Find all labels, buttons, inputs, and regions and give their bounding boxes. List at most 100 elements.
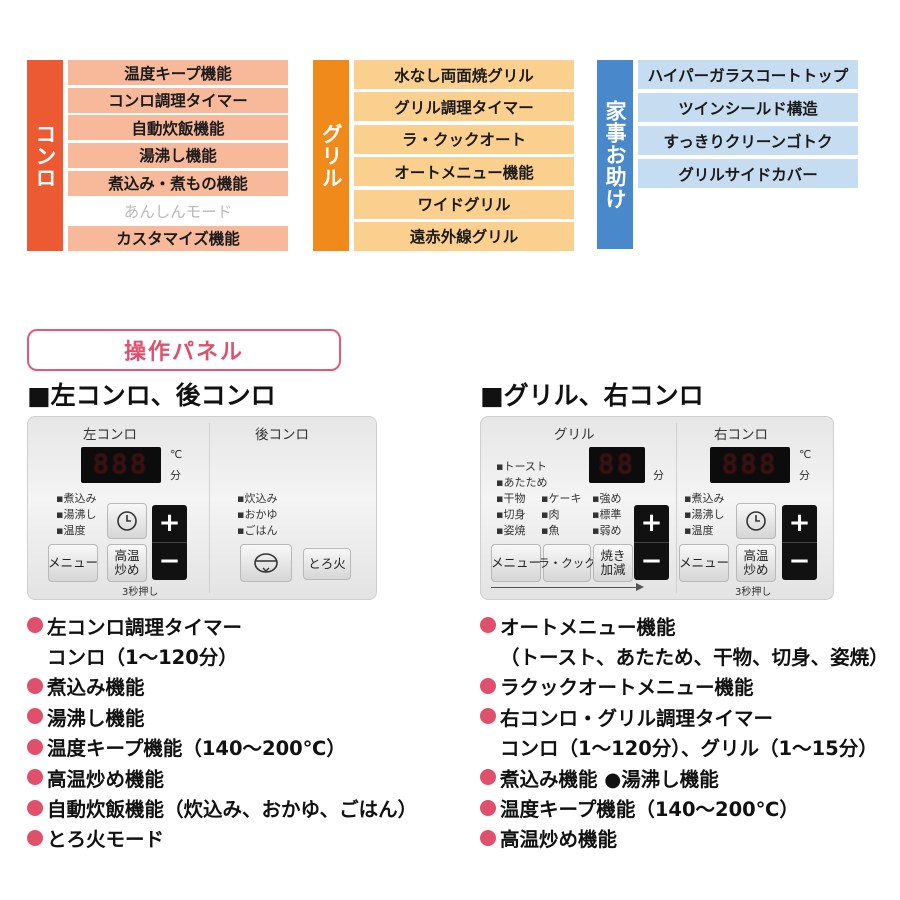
button-sequence-arrow — [491, 587, 641, 588]
control-panel-grill-right: グリル 右コンロ 88 分 888 ℃ 分 ▪トースト ▪あたため ▪干物 ▪切… — [480, 416, 834, 600]
grill-minutes-unit: 分 — [653, 469, 664, 482]
feature-item: オートメニュー機能 — [480, 610, 889, 640]
right-feature-list: オートメニュー機能 （トースト、あたため、干物、切身、姿焼） ラクックオートメニ… — [480, 610, 889, 853]
right-burner-display: 888 — [710, 447, 790, 483]
minus-button[interactable]: − — [158, 546, 181, 577]
feature-item: 右コンロ・グリル調理タイマー — [480, 701, 889, 731]
grill-strength-strong: ▪強め — [592, 492, 622, 505]
bullet-dot — [480, 617, 496, 634]
feature-tag: 温度キープ機能 — [68, 60, 288, 85]
clock-icon — [117, 511, 137, 531]
feature-item: 湯沸し機能 — [27, 701, 417, 731]
feature-item: 温度キープ機能（140〜200℃） — [27, 732, 417, 762]
right-minus-button[interactable]: − — [788, 546, 811, 577]
bullet-dot — [480, 708, 496, 725]
rice-mode-okayu: ▪おかゆ — [237, 508, 278, 521]
rice-cooker-button[interactable] — [240, 544, 292, 582]
feature-item: 自動炊飯機能（炊込み、おかゆ、ごはん） — [27, 792, 417, 822]
right-burner-label: 右コンロ — [714, 427, 768, 443]
auto-menu-whole-fish: ▪姿焼 — [496, 524, 526, 537]
category-konro-tab: コンロ — [27, 60, 63, 251]
high-temp-stir-fry-button[interactable]: 高温 炒め — [107, 544, 147, 582]
rice-mode-takikomi: ▪炊込み — [237, 492, 278, 505]
feature-item: とろ火モード — [27, 823, 417, 853]
timer-button[interactable] — [107, 503, 147, 539]
right-temp-adjust-control: + − — [782, 505, 817, 580]
feature-item-continuation: コンロ（1〜120分）、グリル（1〜15分） — [500, 737, 878, 761]
feature-item: 左コンロ調理タイマー — [27, 610, 417, 640]
mode-indicator-simmer: ▪煮込み — [56, 492, 97, 505]
bullet-dot — [480, 799, 496, 816]
feature-item: 高温炒め機能 — [480, 823, 889, 853]
feature-item-continuation: コンロ（1〜120分） — [47, 646, 238, 670]
rear-burner-label: 後コンロ — [255, 427, 309, 443]
toro-bi-low-flame-button[interactable]: とろ火 — [303, 548, 351, 580]
feature-tag: グリルサイドカバー — [638, 159, 858, 188]
feature-tag: 湯沸し機能 — [68, 142, 288, 168]
bullet-dot — [27, 799, 43, 816]
menu-button[interactable]: メニュー — [48, 544, 98, 582]
grill-doneness-button[interactable]: 焼き 加減 — [593, 544, 633, 582]
feature-item: 煮込み機能 ●湯沸し機能 — [480, 762, 889, 792]
feature-tag: コンロ調理タイマー — [68, 87, 288, 113]
celsius-unit: ℃ — [170, 448, 183, 461]
feature-item: ラクックオートメニュー機能 — [480, 671, 889, 701]
grill-strength-standard: ▪標準 — [592, 508, 622, 521]
grill-minus-button[interactable]: − — [640, 546, 663, 577]
bullet-dot — [27, 738, 43, 755]
auto-menu-fillet: ▪切身 — [496, 508, 526, 521]
category-konro: コンロ 温度キープ機能 コンロ調理タイマー 自動炊飯機能 湯沸し機能 煮込み・煮… — [27, 60, 288, 251]
auto-menu-reheat: ▪あたため — [496, 476, 548, 489]
category-grill-items: 水なし両面焼グリル グリル調理タイマー ラ・クックオート オートメニュー機能 ワ… — [354, 60, 574, 251]
hold-3-seconds-note: 3秒押し — [735, 587, 772, 598]
bullet-dot — [27, 617, 43, 634]
right-high-temp-button[interactable]: 高温 炒め — [736, 544, 776, 582]
category-grill-tab: グリル — [313, 60, 349, 251]
clock-icon — [746, 511, 766, 531]
feature-tag: 遠赤外線グリル — [354, 221, 574, 251]
plus-button[interactable]: + — [152, 505, 187, 543]
right-plus-button[interactable]: + — [782, 505, 817, 543]
feature-tag: オートメニュー機能 — [354, 157, 574, 187]
la-cook-button[interactable]: ラ・クック — [538, 544, 596, 582]
grill-adjust-control: + − — [634, 505, 669, 580]
left-burner-label: 左コンロ — [83, 427, 137, 443]
control-panel-left-rear: 左コンロ 後コンロ 888 ℃ 分 ▪煮込み ▪湯沸し ▪温度 メニュー 高温 … — [27, 416, 377, 600]
left-burner-display: 888 — [81, 447, 161, 483]
feature-tag: ハイパーガラスコートトップ — [638, 60, 858, 89]
feature-item: 煮込み機能 — [27, 671, 417, 701]
grill-label: グリル — [554, 427, 595, 443]
bullet-dot — [480, 769, 496, 786]
panel-section-heading: 操作パネル — [27, 329, 341, 371]
grill-strength-weak: ▪弱め — [592, 524, 622, 537]
right-timer-button[interactable] — [736, 503, 776, 539]
mode-indicator-simmer: ▪煮込み — [684, 492, 725, 505]
minutes-unit: 分 — [799, 469, 810, 482]
feature-tag-unavailable: あんしんモード — [68, 198, 288, 224]
grill-plus-button[interactable]: + — [634, 505, 669, 543]
celsius-unit: ℃ — [799, 448, 812, 461]
category-kaji-label: 家事お助け — [603, 99, 627, 210]
bullet-dot — [480, 677, 496, 694]
lacook-menu-meat: ▪肉 — [541, 508, 560, 521]
mode-indicator-temp: ▪温度 — [56, 524, 86, 537]
right-menu-button[interactable]: メニュー — [679, 544, 729, 582]
feature-tag: カスタマイズ機能 — [68, 225, 288, 251]
feature-tag: グリル調理タイマー — [354, 92, 574, 122]
feature-tag: ワイドグリル — [354, 189, 574, 219]
arrow-head-icon — [636, 583, 644, 591]
feature-tag: 自動炊飯機能 — [68, 115, 288, 141]
category-konro-items: 温度キープ機能 コンロ調理タイマー 自動炊飯機能 湯沸し機能 煮込み・煮もの機能… — [68, 60, 288, 251]
bullet-dot — [27, 829, 43, 846]
auto-menu-dried-fish: ▪干物 — [496, 492, 526, 505]
minutes-unit: 分 — [170, 469, 181, 482]
feature-tag: ラ・クックオート — [354, 124, 574, 154]
panel-divider — [676, 423, 677, 593]
grill-menu-button[interactable]: メニュー — [491, 544, 541, 582]
auto-menu-toast: ▪トースト — [496, 460, 547, 473]
feature-tag: 水なし両面焼グリル — [354, 60, 574, 89]
lacook-menu-cake: ▪ケーキ — [541, 492, 582, 505]
right-section-title: ■グリル、右コンロ — [480, 381, 704, 410]
category-grill-label: グリル — [319, 122, 343, 189]
feature-item-continuation: （トースト、あたため、干物、切身、姿焼） — [500, 646, 889, 670]
